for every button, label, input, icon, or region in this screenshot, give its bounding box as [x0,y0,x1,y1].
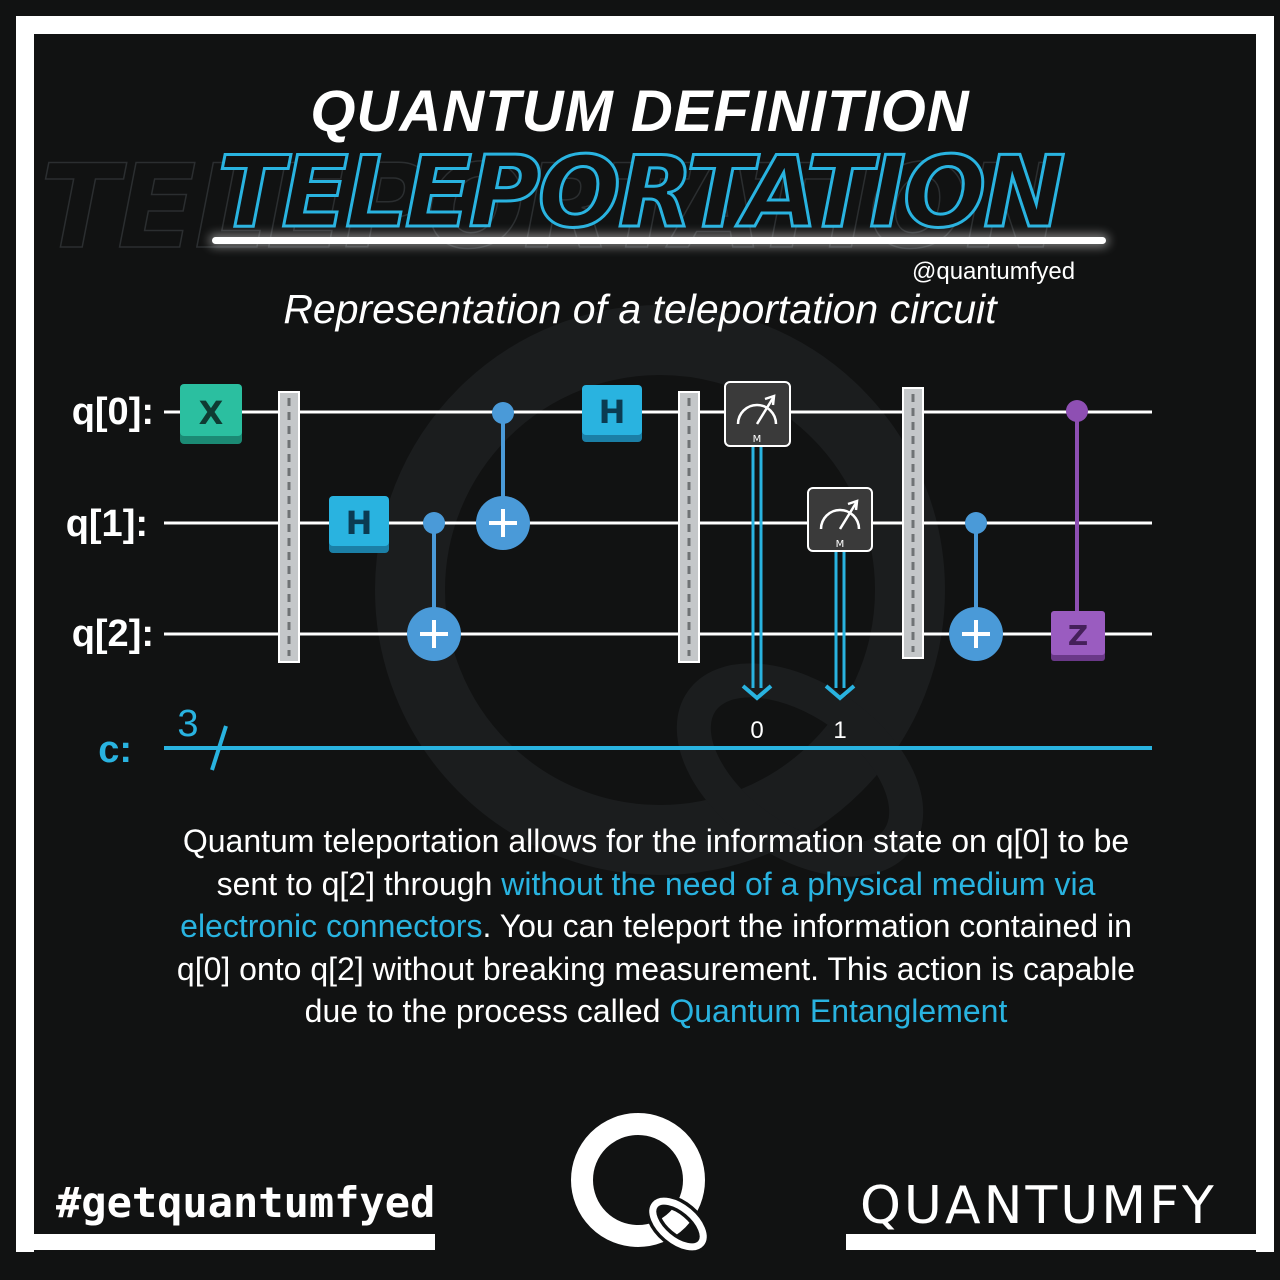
classical-label: c: [98,729,132,771]
svg-text:M: M [836,539,845,550]
barrier-1 [278,391,300,663]
frame-bottom-right [846,1234,1256,1250]
subtitle: Representation of a teleportation circui… [283,286,997,332]
measure-q0: M [724,381,791,701]
svg-text:M: M [753,434,762,445]
svg-text:H: H [599,393,626,431]
svg-text:Z: Z [1068,619,1088,652]
measure-q1: M [807,487,873,701]
background-word: TELEPORTATION [39,139,1063,276]
description: Quantum teleportation allows for the inf… [150,820,1162,1033]
brand-name: QUANTUMFY [860,1176,1217,1236]
cz-q0-q2: Z [1051,400,1105,661]
white-frame [16,16,1274,1252]
definition-word: TELEPORTATION [216,135,1067,252]
quantumfy-logo-icon [571,1113,711,1254]
frame-bottom-left [16,1234,435,1250]
measure-target-0: 0 [750,717,763,744]
title-underline [212,237,1106,244]
social-handle: @quantumfyed [912,258,1076,285]
svg-text:X: X [199,394,224,432]
qubit-label-q1: q[1]: [66,503,148,545]
h-gate-q0: H [582,385,642,442]
page-title: QUANTUM DEFINITION [310,79,970,144]
svg-text:H: H [346,504,373,542]
measure-target-1: 1 [833,717,846,744]
classical-bus-slash [210,725,228,771]
x-gate: X [180,384,242,444]
description-text-2: . You can teleport the information conta… [176,908,1136,1029]
cnot-q0-q1 [476,402,530,550]
classical-bit-count: 3 [177,703,198,745]
qubit-label-q2: q[2]: [72,613,154,655]
description-highlight-2: Quantum Entanglement [669,993,1008,1029]
description-text-1: Quantum teleportation allows for the inf… [182,823,1130,902]
description-highlight-1: without the need of a physical medium vi… [180,865,1096,945]
hashtag: #getquantumfyed [56,1178,436,1227]
cnot-q1-q2-second [949,512,1003,661]
qubit-label-q0: q[0]: [72,391,154,433]
h-gate-q1: H [329,496,389,553]
barrier-2 [678,391,700,663]
barrier-3 [902,387,924,659]
cnot-q1-q2 [407,512,461,661]
